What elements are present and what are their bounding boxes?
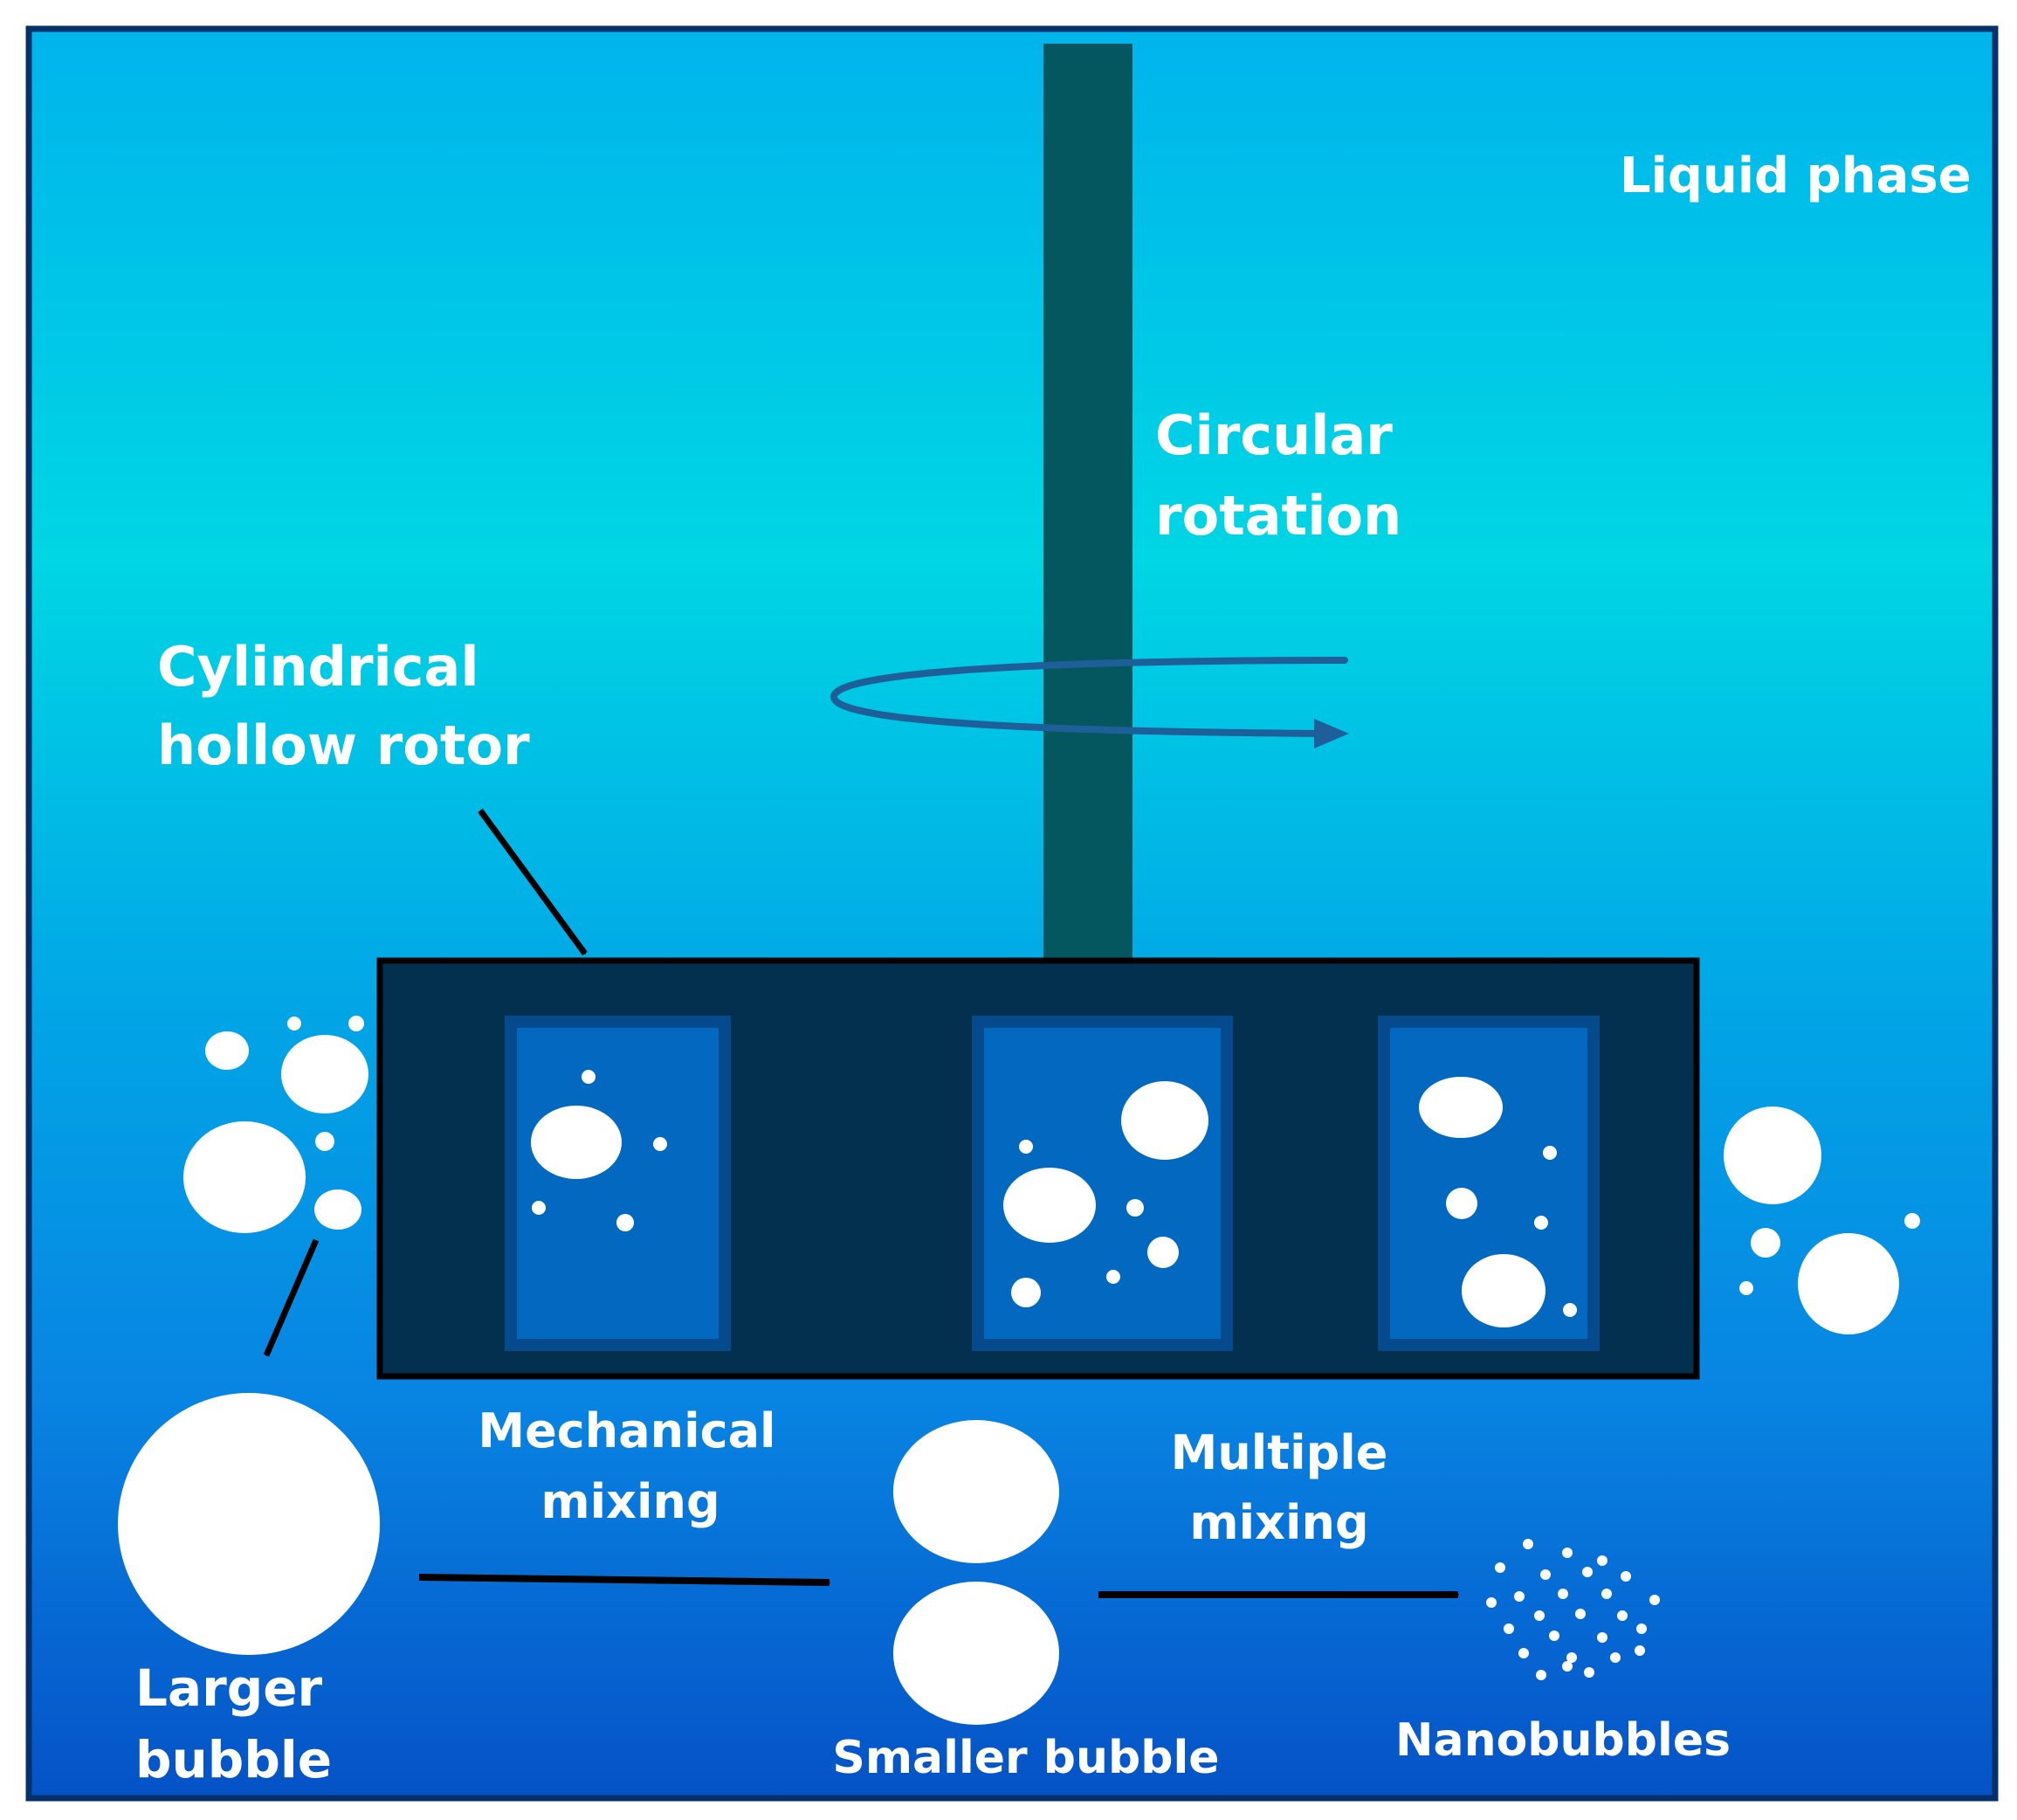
liquid-phase-label: Liquid phase [1620, 148, 1972, 204]
rotor-pointer-arrow [478, 808, 588, 956]
nanobubble [1584, 1667, 1594, 1678]
mechanical-mixing-label-line1: Mechanical [478, 1403, 775, 1458]
mechanical-mixing-arrow [418, 1574, 830, 1586]
larger-bubble-label-line1: Larger [135, 1658, 323, 1718]
bubble [348, 1016, 364, 1031]
bubble [1739, 1281, 1753, 1295]
larger-bubble [118, 1393, 380, 1655]
bubble [1106, 1270, 1120, 1284]
bubble [1147, 1237, 1179, 1268]
circular-rotation-label-line1: Circular [1155, 403, 1393, 467]
nanobubble [1649, 1595, 1660, 1605]
bubble-down-arrow [263, 1238, 320, 1357]
bubble [1462, 1254, 1545, 1327]
bubble [1011, 1278, 1041, 1307]
circular-rotation-label-line2: rotation [1155, 484, 1401, 548]
smaller-bubble-bottom [893, 1582, 1059, 1725]
bubble [616, 1214, 634, 1231]
bubble [1121, 1081, 1208, 1160]
left-outer-bubbles [183, 1016, 368, 1233]
smaller-bubble-label: Smaller bubble [832, 1732, 1219, 1784]
rotor-label-line1: Cylindrical [157, 635, 479, 699]
bubble [315, 1132, 334, 1151]
bubble [1798, 1233, 1899, 1334]
nanobubbles-cluster [1486, 1539, 1660, 1680]
nanobubble [1636, 1624, 1647, 1634]
nanobubble [1597, 1555, 1607, 1566]
smaller-bubble-top [893, 1420, 1059, 1563]
nanobubble [1621, 1571, 1631, 1582]
nanobubble [1540, 1569, 1551, 1580]
bubble [531, 1106, 622, 1179]
bubble [183, 1121, 306, 1233]
right-outer-bubbles [1724, 1106, 1920, 1334]
nanobubble [1486, 1597, 1497, 1608]
rotor-window-1 [505, 1016, 731, 1351]
bubble [532, 1201, 546, 1215]
nanobubble [1534, 1610, 1545, 1621]
nanobubble [1601, 1589, 1612, 1599]
bubble [314, 1189, 361, 1230]
nanobubble [1610, 1652, 1621, 1663]
nanobubble [1518, 1648, 1529, 1658]
nanobubble [1514, 1591, 1525, 1602]
circular-rotation-arrow [830, 657, 1349, 748]
bubble [582, 1070, 595, 1084]
nanobubble [1562, 1548, 1573, 1558]
larger-bubble-label-line2: bubble [135, 1730, 332, 1789]
nanobubble [1504, 1624, 1514, 1634]
bubble [1003, 1168, 1096, 1243]
bubble [1419, 1077, 1503, 1138]
bubble [1724, 1106, 1821, 1204]
nanobubble [1549, 1630, 1559, 1641]
multiple-mixing-label-line2: mixing [1189, 1495, 1368, 1550]
bubble [1019, 1140, 1033, 1154]
nanobubble [1536, 1670, 1546, 1680]
bubble [1751, 1228, 1780, 1258]
bubble [281, 1035, 368, 1113]
bubble [1904, 1213, 1920, 1229]
nanobubble [1575, 1609, 1586, 1619]
mechanical-mixing-label-line2: mixing [540, 1474, 719, 1529]
nanobubble [1582, 1567, 1593, 1577]
bubble [287, 1017, 301, 1031]
window-bubbles [531, 1070, 1577, 1327]
rotor-label-line2: hollow rotor [157, 714, 530, 777]
nanobubbles-label: Nanobubbles [1395, 1714, 1731, 1767]
nanobubble [1523, 1539, 1533, 1549]
bubble [1446, 1188, 1477, 1219]
bubble [1563, 1303, 1577, 1317]
bubble [1543, 1146, 1557, 1160]
nanobubble [1558, 1589, 1568, 1599]
multiple-mixing-label-line1: Multiple [1171, 1425, 1388, 1480]
nanobubble [1635, 1645, 1645, 1656]
bubble [205, 1031, 249, 1070]
nanobubble [1495, 1562, 1505, 1573]
rotor-shaft [1043, 44, 1132, 961]
nanobubble [1566, 1652, 1577, 1663]
bubble [1534, 1216, 1548, 1230]
nanobubble [1597, 1632, 1607, 1643]
nanobubble [1562, 1661, 1573, 1672]
bubble [653, 1137, 667, 1151]
bubble [1126, 1199, 1144, 1217]
nanobubble [1617, 1610, 1628, 1621]
